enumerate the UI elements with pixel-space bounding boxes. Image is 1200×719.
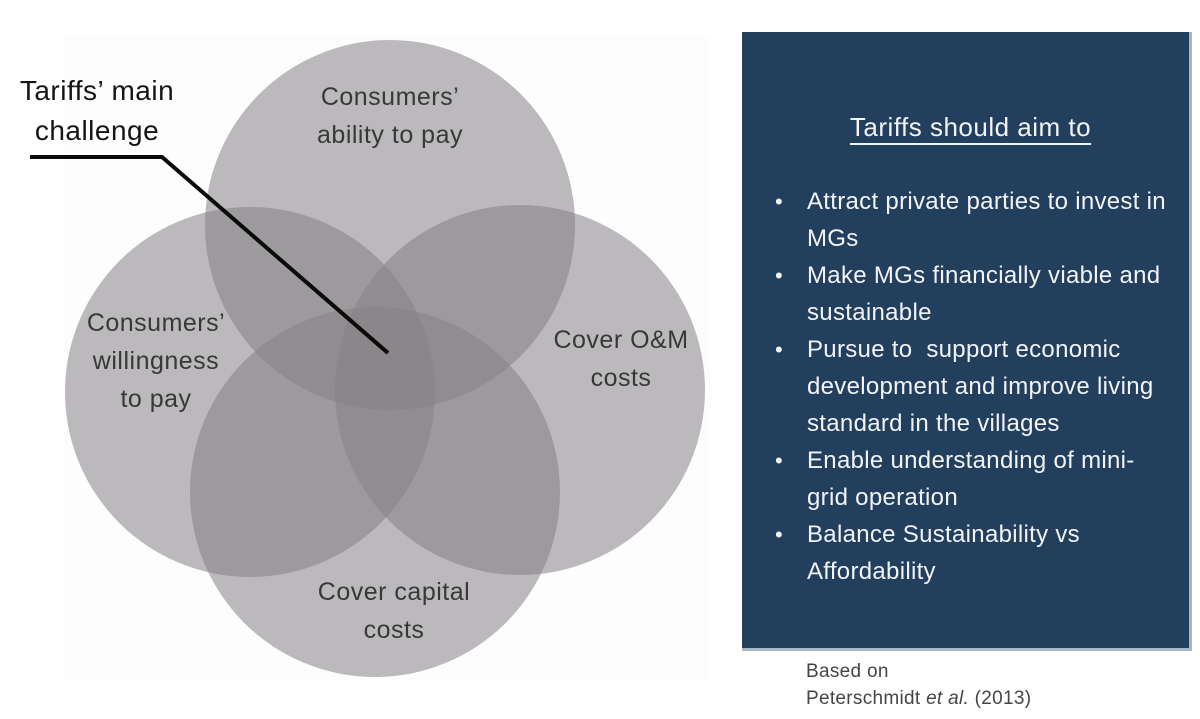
callout-label: Tariffs’ main challenge [19, 75, 175, 146]
bullet-text: Make MGs financially viable and sustaina… [807, 262, 1168, 326]
bullet-item: • Balance Sustainability vs Affordabilit… [772, 516, 1169, 590]
bullet-text: Enable understanding of mini-grid operat… [807, 447, 1135, 511]
bullet-text: Attract private parties to invest in MGs [807, 188, 1173, 252]
caption-year: (2013) [969, 688, 1032, 709]
venn-circle-capital [190, 307, 560, 677]
bullet-dot: • [775, 263, 784, 288]
venn-label-capital: Cover capital costs [317, 578, 471, 644]
bullet-item: • Pursue to support economic development… [772, 331, 1169, 442]
venn-label-willingness: Consumers’ willingness to pay [86, 309, 226, 413]
bullet-dot: • [775, 448, 784, 473]
bullet-item: • Attract private parties to invest in M… [772, 183, 1169, 257]
bullet-dot: • [775, 337, 784, 362]
bullet-dot: • [775, 522, 784, 547]
bullet-dot: • [775, 189, 784, 214]
bullet-item: • Make MGs financially viable and sustai… [772, 257, 1169, 331]
panel-title: Tariffs should aim to [849, 112, 1092, 142]
venn-label-ability: Consumers’ ability to pay [317, 83, 463, 149]
caption-author: Peterschmidt [806, 688, 927, 709]
bullet-item: • Enable understanding of mini-grid oper… [772, 442, 1169, 516]
caption-line2: Peterschmidt et al. (2013) [806, 685, 1031, 712]
tariff-aims-panel: Tariffs should aim to • Attract private … [742, 32, 1192, 651]
source-caption: Based on Peterschmidt et al. (2013) [806, 658, 1031, 712]
bullet-text: Balance Sustainability vs Affordability [807, 521, 1086, 585]
bullet-text: Pursue to support economic development a… [807, 336, 1161, 437]
venn-label-om: Cover O&M costs [553, 326, 689, 392]
caption-etal: et al. [926, 688, 970, 709]
caption-line1: Based on [806, 661, 889, 682]
panel-bullet-list: • Attract private parties to invest in M… [772, 183, 1169, 590]
